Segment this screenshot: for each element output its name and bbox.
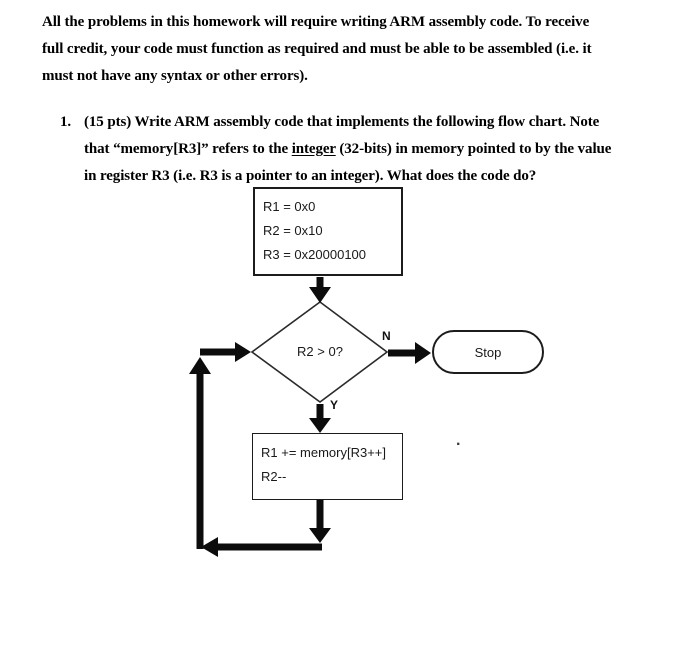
init-box: R1 = 0x0 R2 = 0x10 R3 = 0x20000100 [253,187,403,276]
init-statement: R3 = 0x20000100 [263,247,367,262]
decision-diamond [250,301,389,403]
question-number: 1. [60,114,72,130]
yes-branch-label: Y [330,398,339,412]
intro-line: full credit, your code must function as … [42,41,592,57]
arrow-yes-to-body-head [309,418,331,433]
init-statement: R2 = 0x10 [263,223,323,238]
init-statement: R1 = 0x0 [263,199,316,214]
question-line: (15 pts) Write ARM assembly code that im… [84,114,600,130]
intro-line: All the problems in this homework will r… [42,14,590,30]
question-underlined-word: integer [291,141,336,157]
arrow-init-to-decision-head [309,287,331,303]
no-branch-label: N [382,329,391,343]
question-1: 1. (15 pts) Write ARM assembly code that… [60,109,611,190]
intro-paragraph: All the problems in this homework will r… [42,9,592,90]
stray-period-mark: . [456,432,461,449]
question-line2-post: (32-bits) in memory pointed to by the va… [335,141,612,157]
stop-terminator: Stop [432,330,544,374]
stop-label: Stop [474,344,502,360]
loop-body-box: R1 += memory[R3++] R2-- [252,433,403,500]
question-line2-pre: that “memory[R3]” refers to the [84,141,292,157]
arrow-no-to-stop-head [415,342,431,364]
arrow-body-down-head [309,528,331,543]
arrow-loop-left-head [189,357,211,374]
decision-condition-label: R2 > 0? [297,344,343,359]
arrow-loop-to-decision-head [235,342,251,362]
body-statement: R1 += memory[R3++] [261,445,386,460]
question-line: in register R3 (i.e. R3 is a pointer to … [84,168,537,184]
question-line: that “memory[R3]” refers to the integer … [84,136,611,163]
body-statement: R2-- [261,469,287,484]
arrow-loop-bottom-head [201,537,218,557]
intro-line: must not have any syntax or other errors… [42,68,308,84]
